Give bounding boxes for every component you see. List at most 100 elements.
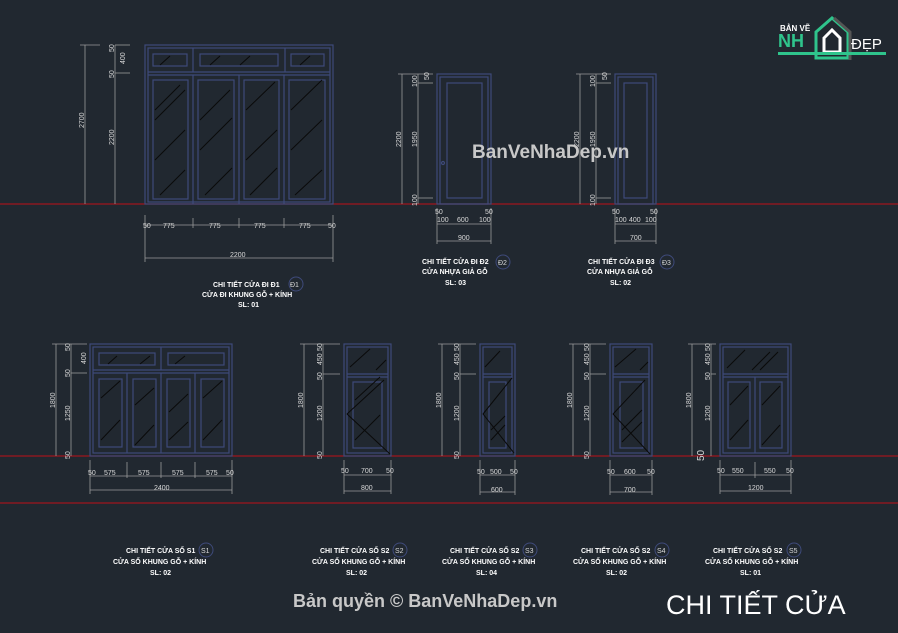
- s3-width-50a: 50: [477, 469, 485, 476]
- s2-width-50b: 50: [386, 468, 394, 475]
- copyright-watermark: Bản quyền © BanVeNhaDep.vn: [293, 591, 558, 611]
- s3-width-50b: 50: [510, 469, 518, 476]
- d2-height-100b: 100: [412, 194, 419, 206]
- door-d2-dimensions: [398, 73, 492, 244]
- d1-label-line3: SL: 01: [238, 302, 259, 309]
- d1-tag-circle: [288, 276, 304, 292]
- d1-tag: Đ1: [290, 282, 299, 289]
- s4-tag: S4: [657, 548, 666, 555]
- s1-width-575c: 575: [172, 470, 184, 477]
- window-s3-dimensions: [438, 343, 516, 495]
- d3-width-100b: 100: [645, 217, 657, 224]
- d2-width-100a: 100: [437, 217, 449, 224]
- window-s5-dimensions: [688, 343, 792, 494]
- s3-tag-circle: [522, 542, 538, 558]
- s3-height-450: 450: [454, 353, 461, 365]
- s4-height-50b: 50: [584, 372, 591, 380]
- d2-tag: Đ2: [498, 260, 507, 267]
- d3-label-line1: CHI TIẾT CỬA ĐI Đ3: [588, 256, 655, 266]
- s4-width-50a: 50: [607, 469, 615, 476]
- s4-height-450: 450: [584, 353, 591, 365]
- d3-tag-circle: [659, 254, 675, 270]
- s5-height-1200: 1200: [705, 405, 712, 421]
- d2-label-line2: CỬA NHỰA GIẢ GỖ: [422, 267, 488, 276]
- window-s4-glass-hatch: [612, 348, 651, 455]
- s2-height-1200: 1200: [317, 405, 324, 421]
- d2-width-total: 900: [458, 235, 470, 242]
- s5-height-450: 450: [705, 353, 712, 365]
- window-s2-glass-hatch: [346, 348, 391, 455]
- s5-tag: S5: [789, 548, 798, 555]
- d2-label-line1: CHI TIẾT CỬA ĐI Đ2: [422, 256, 489, 266]
- s2-tag-circle: [392, 542, 408, 558]
- d1-width-total: 2200: [230, 252, 246, 259]
- d2-label-line3: SL: 03: [445, 280, 466, 287]
- s1-label-line1: CHI TIẾT CỬA SỔ S1: [126, 545, 195, 555]
- s5-width-550b: 550: [764, 468, 776, 475]
- s3-label-line2: CỬA SỔ KHUNG GỖ + KÍNH: [442, 557, 535, 566]
- s5-width-550a: 550: [732, 468, 744, 475]
- d3-width-50b: 50: [650, 209, 658, 216]
- s4-height-total: 1800: [567, 392, 574, 408]
- s2-height-450: 450: [317, 353, 324, 365]
- d3-label-line2: CỬA NHỰA GIẢ GỖ: [587, 267, 653, 276]
- s5-height-50c: 50: [696, 449, 707, 461]
- d2-height-50: 50: [424, 72, 431, 80]
- s2-tag: S2: [395, 548, 404, 555]
- d1-width-775d: 775: [299, 223, 311, 230]
- door-d1-glass-hatch: [154, 55, 323, 196]
- d1-label-line2: CỬA ĐI KHUNG GỖ + KÍNH: [202, 290, 292, 299]
- s3-tag: S3: [525, 548, 534, 555]
- window-s2-elevation: [343, 343, 392, 457]
- window-s1-glass-hatch: [100, 355, 223, 446]
- s1-width-total: 2400: [154, 485, 170, 492]
- s1-height-total: 1800: [50, 392, 57, 408]
- s3-label-line1: CHI TIẾT CỬA SỔ S2: [450, 545, 519, 555]
- d3-height-total: 2200: [574, 131, 581, 147]
- s3-width-total: 600: [491, 487, 503, 494]
- d1-width-775b: 775: [209, 223, 221, 230]
- s5-label-line3: SL: 01: [740, 570, 761, 577]
- s1-tag: S1: [201, 548, 210, 555]
- d1-width-775a: 775: [163, 223, 175, 230]
- s1-width-575a: 575: [104, 470, 116, 477]
- s1-label-line2: CỬA SỔ KHUNG GỖ + KÍNH: [113, 557, 206, 566]
- logo-top-text: BẢN VẼ: [780, 24, 811, 33]
- d1-height-50b: 50: [109, 70, 116, 78]
- logo-right-text: ĐẸP: [851, 36, 882, 53]
- window-s1-dimensions: [52, 343, 233, 494]
- door-d3-elevation: [614, 73, 657, 205]
- s4-height-1200: 1200: [584, 405, 591, 421]
- window-s1-elevation: [89, 343, 233, 457]
- s1-tag-circle: [198, 542, 214, 558]
- s1-width-50b: 50: [226, 470, 234, 477]
- drawing-title: CHI TIẾT CỬA: [666, 590, 846, 620]
- d2-height-1950: 1950: [412, 131, 419, 147]
- s4-width-600: 600: [624, 469, 636, 476]
- s3-height-total: 1800: [436, 392, 443, 408]
- s1-height-1250: 1250: [65, 405, 72, 421]
- s1-width-575b: 575: [138, 470, 150, 477]
- s5-width-total: 1200: [748, 485, 764, 492]
- s2-label-line3: SL: 02: [346, 570, 367, 577]
- d1-height-400: 400: [120, 52, 127, 64]
- s1-height-50b: 50: [65, 369, 72, 377]
- s2-height-total: 1800: [298, 392, 305, 408]
- s2-height-50c: 50: [317, 451, 324, 459]
- window-s4-dimensions: [569, 343, 653, 495]
- d3-height-50: 50: [602, 72, 609, 80]
- d1-height-50a: 50: [109, 44, 116, 52]
- window-s4-elevation: [609, 343, 653, 457]
- s4-width-50b: 50: [647, 469, 655, 476]
- s4-label-line3: SL: 02: [606, 570, 627, 577]
- brand-logo: BẢN VẼ NH ĐẸP: [776, 14, 888, 62]
- window-s5-glass-hatch: [726, 349, 781, 446]
- s5-width-50b: 50: [786, 468, 794, 475]
- d2-width-600: 600: [457, 217, 469, 224]
- d1-height-total: 2700: [79, 112, 86, 128]
- s2-width-50a: 50: [341, 468, 349, 475]
- s4-label-line2: CỬA SỔ KHUNG GỖ + KÍNH: [573, 557, 666, 566]
- d3-width-400: 400: [629, 217, 641, 224]
- s2-width-total: 800: [361, 485, 373, 492]
